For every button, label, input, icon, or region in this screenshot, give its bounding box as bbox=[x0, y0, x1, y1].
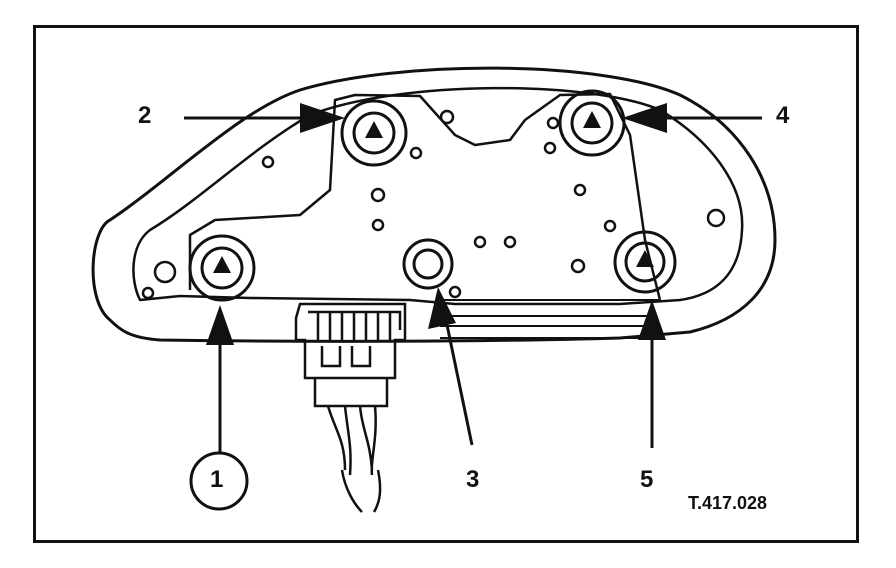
locating-hole-3 bbox=[402, 238, 454, 290]
board-edge bbox=[188, 92, 662, 301]
arrow-5 bbox=[638, 300, 666, 448]
callout-1: 1 bbox=[210, 466, 224, 493]
plate-outline bbox=[132, 86, 744, 306]
screw-2 bbox=[340, 99, 408, 167]
arrow-4 bbox=[622, 103, 762, 133]
arrow-3 bbox=[428, 287, 474, 446]
callout-5: 5 bbox=[640, 466, 654, 493]
callout-1-ring bbox=[189, 451, 249, 511]
figure-frame bbox=[33, 25, 859, 543]
screw-4 bbox=[558, 89, 626, 157]
arrow-1 bbox=[206, 305, 234, 458]
screw-5 bbox=[613, 230, 677, 294]
screw-1 bbox=[188, 234, 256, 302]
callout-2: 2 bbox=[138, 102, 152, 129]
arrow-2 bbox=[184, 103, 345, 133]
figure-code: T.417.028 bbox=[688, 493, 768, 513]
small-holes bbox=[141, 109, 726, 300]
housing-outline bbox=[91, 66, 777, 343]
callout-4: 4 bbox=[776, 102, 790, 129]
callout-3: 3 bbox=[466, 466, 480, 493]
wiring-connector bbox=[294, 302, 407, 513]
